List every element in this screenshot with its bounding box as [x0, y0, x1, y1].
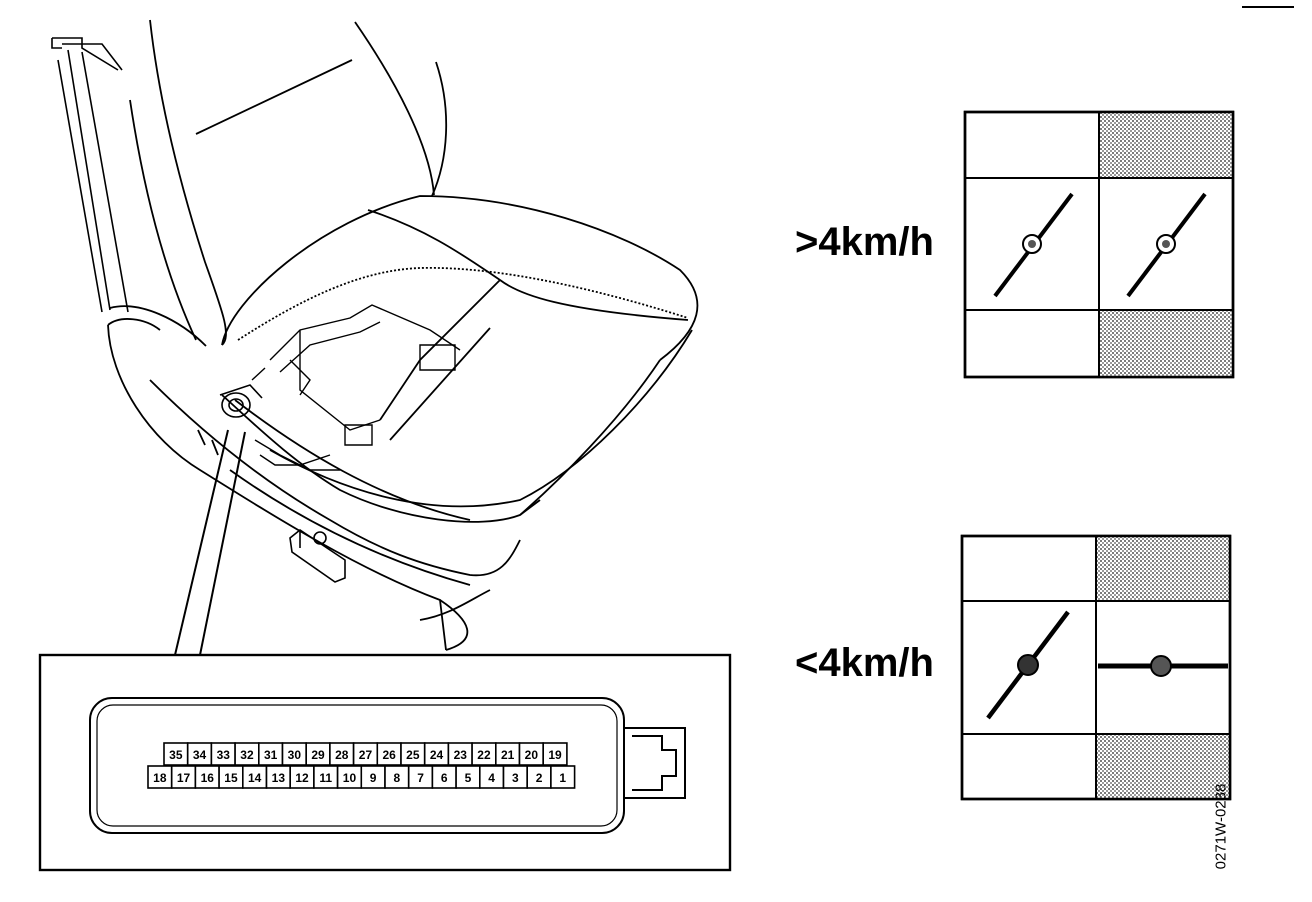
pin-11: 11 [313, 765, 339, 789]
pin-17: 17 [170, 765, 197, 789]
pin-10: 10 [336, 765, 363, 789]
pin-label: 29 [311, 748, 325, 762]
needle-right-below [1098, 655, 1228, 677]
pin-label: 5 [465, 771, 472, 785]
needle-right-above [1126, 192, 1207, 298]
pin-label: 14 [248, 771, 262, 785]
pin-label: 9 [370, 771, 377, 785]
pin-label: 25 [406, 748, 420, 762]
callout-leaders [174, 429, 246, 656]
connector-callout [38, 653, 732, 872]
pin-25: 25 [400, 742, 426, 766]
pin-23: 23 [447, 742, 473, 766]
pin-30: 30 [281, 742, 308, 766]
pin-13: 13 [265, 765, 292, 789]
pin-label: 18 [153, 771, 167, 785]
pin-29: 29 [305, 742, 331, 766]
pin-label: 31 [264, 748, 278, 762]
pin-label: 24 [430, 748, 444, 762]
pin-label: 12 [295, 771, 309, 785]
needle-left-below [986, 610, 1070, 720]
needle-left-above [993, 192, 1074, 298]
pin-9: 9 [360, 765, 386, 789]
pin-7: 7 [407, 765, 434, 789]
connector-pins-top-row: 35 34 33 32 31 30 29 28 27 26 25 24 23 22 21 20 19 [163, 742, 568, 766]
pin-label: 22 [477, 748, 491, 762]
pin-15: 15 [218, 765, 244, 789]
pin-24: 24 [423, 742, 450, 766]
pin-1: 1 [550, 765, 576, 789]
seat-wiring [251, 304, 461, 471]
pin-31: 31 [257, 742, 284, 766]
pin-label: 13 [272, 771, 286, 785]
pin-label: 17 [177, 771, 191, 785]
pin-22: 22 [471, 742, 497, 766]
pin-label: 2 [536, 771, 543, 785]
pin-label: 3 [512, 771, 519, 785]
pin-4: 4 [478, 765, 505, 789]
pin-label: 33 [217, 748, 231, 762]
pin-33: 33 [210, 742, 236, 766]
speed-label-above: >4km/h [795, 220, 934, 264]
pin-label: 26 [382, 748, 396, 762]
pin-16: 16 [194, 765, 220, 789]
pin-label: 35 [169, 748, 183, 762]
pin-12: 12 [289, 765, 315, 789]
pin-5: 5 [455, 765, 481, 789]
pin-label: 21 [501, 748, 515, 762]
seat-belt [51, 37, 129, 313]
speed-label-below: <4km/h [795, 641, 934, 685]
pin-label: 16 [201, 771, 215, 785]
pin-label: 6 [441, 771, 448, 785]
pin-2: 2 [526, 765, 552, 789]
pin-27: 27 [352, 742, 379, 766]
pin-label: 10 [343, 771, 357, 785]
seat-rail [289, 529, 346, 583]
seat-cushion [221, 195, 699, 523]
pin-8: 8 [384, 765, 410, 789]
pin-19: 19 [542, 742, 568, 766]
pin-14: 14 [242, 765, 268, 789]
buckle-switch [219, 384, 263, 418]
connector-pins-bottom-row: 18 17 16 15 14 13 12 11 10 9 8 7 6 5 4 3 2 1 [147, 765, 576, 789]
pin-label: 19 [548, 748, 562, 762]
pin-6: 6 [431, 765, 457, 789]
indicator-panel-above [963, 110, 1235, 379]
pin-label: 7 [417, 771, 424, 785]
pin-label: 8 [394, 771, 401, 785]
pin-28: 28 [329, 742, 355, 766]
pin-35: 35 [163, 742, 189, 766]
pin-label: 1 [559, 771, 566, 785]
connector-body [89, 697, 686, 834]
pin-label: 30 [288, 748, 302, 762]
pin-label: 27 [359, 748, 373, 762]
pin-label: 23 [454, 748, 468, 762]
seat-backrest [109, 19, 448, 347]
figure-code: 0271W-0238 [1212, 783, 1230, 870]
pin-26: 26 [376, 742, 402, 766]
pin-18: 18 [147, 765, 173, 789]
indicator-panel-below [960, 534, 1232, 801]
pin-label: 32 [240, 748, 254, 762]
pin-32: 32 [234, 742, 260, 766]
pin-label: 11 [319, 771, 332, 785]
pin-label: 15 [224, 771, 238, 785]
seat-frame [107, 318, 521, 651]
pin-label: 28 [335, 748, 349, 762]
pin-label: 4 [488, 771, 495, 785]
pin-34: 34 [186, 742, 213, 766]
pin-20: 20 [518, 742, 545, 766]
pin-label: 20 [525, 748, 539, 762]
pin-label: 34 [193, 748, 207, 762]
pin-3: 3 [502, 765, 529, 789]
pin-21: 21 [494, 742, 521, 766]
corner-rule [1242, 6, 1294, 8]
